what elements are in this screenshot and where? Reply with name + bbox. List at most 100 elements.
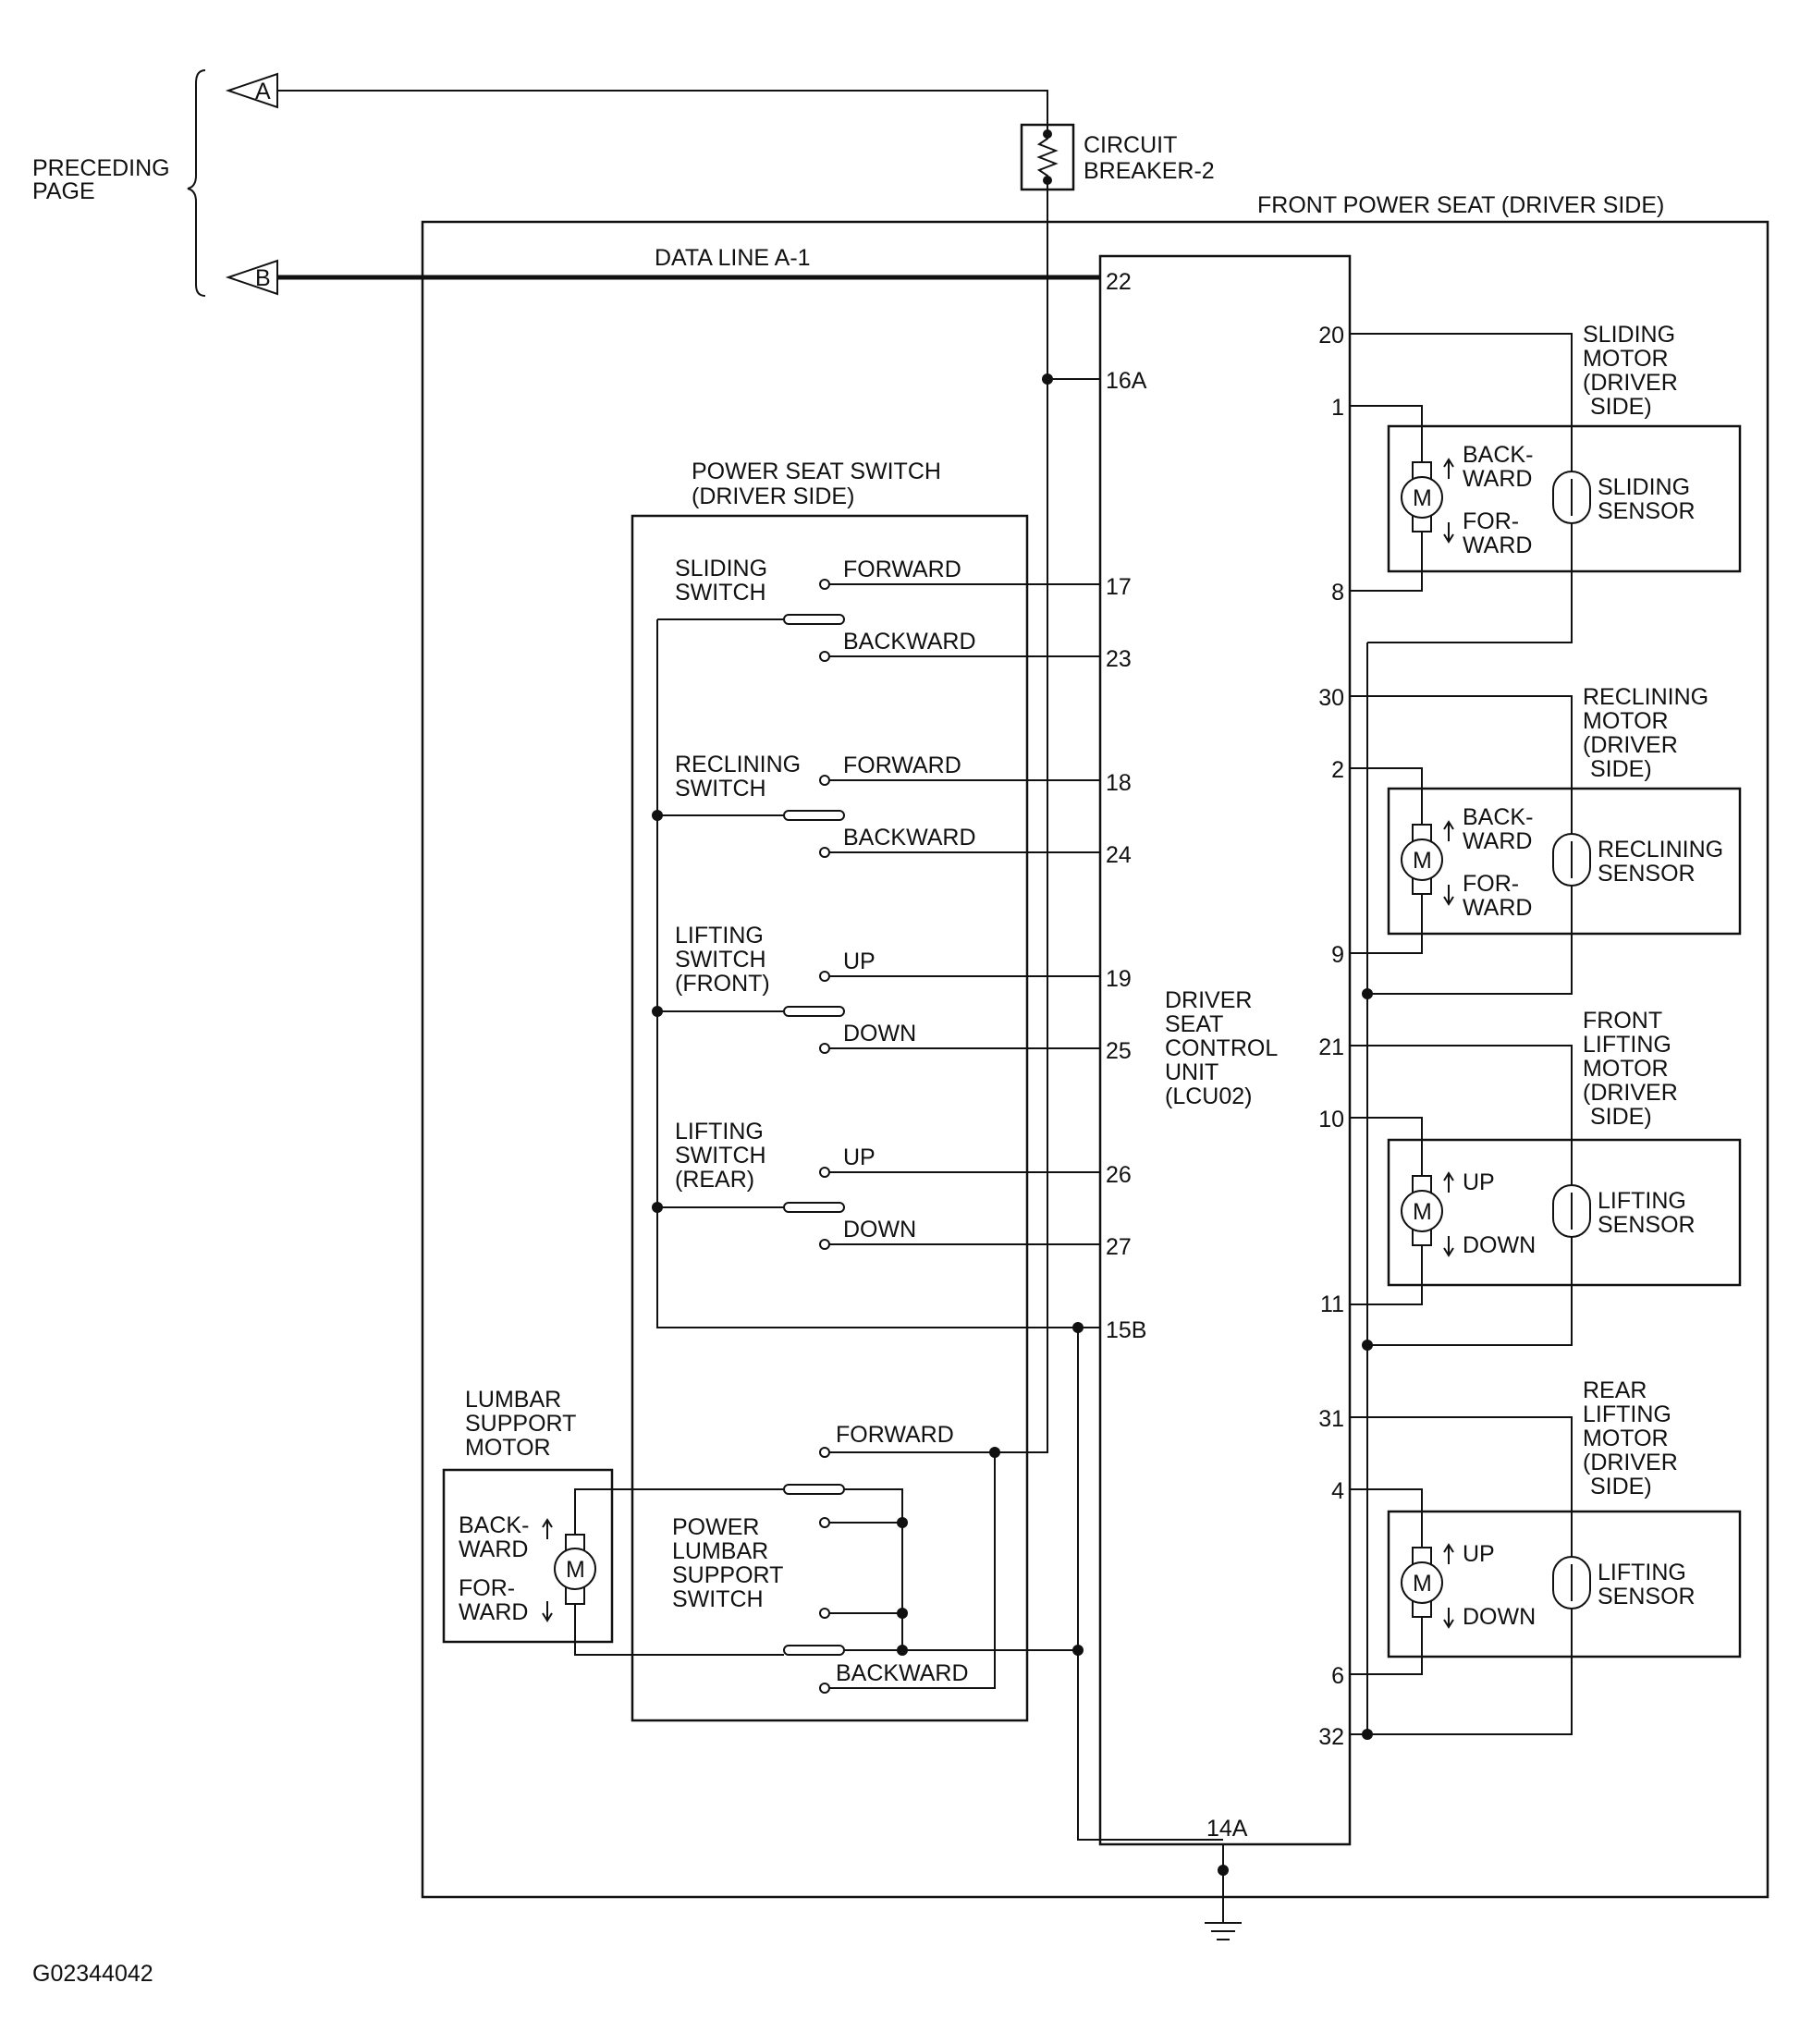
front-power-seat-box (421, 220, 1769, 1899)
pin-10: 10 (1318, 1107, 1344, 1132)
motor-reclining-box (1387, 787, 1742, 936)
front-power-seat-label: FRONT POWER SEAT (DRIVER SIDE) (1257, 192, 1664, 218)
motor-front-lifting-name-2: LIFTING (1583, 1032, 1671, 1058)
switch-lifting-front-down: DOWN (843, 1021, 916, 1046)
motor-front-lifting-sensor-1: LIFTING (1598, 1188, 1686, 1214)
switch-sliding-backward: BACKWARD (843, 629, 976, 655)
pin-2: 2 (1331, 757, 1344, 783)
motor-rear-lifting-name-5: SIDE) (1590, 1474, 1652, 1499)
motor-front-lifting-name-5: SIDE) (1590, 1104, 1652, 1130)
lumbar-motor-box (442, 1468, 614, 1644)
switch-lumbar-name-3: SUPPORT (672, 1562, 783, 1588)
motor-reclining-name-4: SIDE) (1590, 756, 1652, 782)
motor-front-lifting-m: M (1413, 1199, 1432, 1225)
switch-reclining-contact (783, 810, 845, 821)
junction-16a (1042, 373, 1053, 385)
switch-lifting-rear-up: UP (843, 1144, 876, 1170)
pin-1: 1 (1331, 395, 1344, 421)
ground-symbol (1205, 1922, 1242, 1940)
lumbar-motor-name-1: LUMBAR (465, 1387, 561, 1413)
switch-lifting-rear-contact (783, 1202, 845, 1213)
motor-reclining-symbol (1401, 838, 1443, 881)
switch-lifting-front: LIFTING SWITCH (FRONT) UP DOWN (652, 923, 1100, 1054)
lumbar-motor-up-1: BACK- (459, 1512, 529, 1538)
driver-seat-control-unit (1098, 254, 1352, 1846)
motor-front-lifting: FRONT LIFTING MOTOR (DRIVER SIDE) M UP D… (1350, 1008, 1742, 1346)
connector-a-label: A (255, 79, 271, 104)
control-unit-line-3: CONTROL (1165, 1035, 1278, 1061)
switch-lifting-rear-name-1: LIFTING (675, 1119, 764, 1144)
switch-lifting-front-contact (783, 1006, 845, 1017)
motor-rear-lifting: REAR LIFTING MOTOR (DRIVER SIDE) M UP DO… (1350, 1377, 1742, 1735)
motor-rear-lifting-sensor-2: SENSOR (1598, 1584, 1696, 1609)
switch-reclining-forward: FORWARD (843, 753, 961, 778)
power-seat-switch-label-2: (DRIVER SIDE) (692, 483, 854, 509)
pin-4: 4 (1331, 1478, 1344, 1504)
control-unit-line-5: (LCU02) (1165, 1083, 1252, 1109)
left-pins: 22 16A 17 23 18 24 19 25 26 27 15B (1106, 269, 1147, 1343)
figure-id: G02344042 (32, 1961, 153, 1987)
motor-rear-lifting-name-3: MOTOR (1583, 1426, 1669, 1451)
circuit-breaker-label-1: CIRCUIT (1084, 132, 1177, 158)
wire-a-breaker (277, 90, 1048, 134)
pin-25: 25 (1106, 1038, 1132, 1064)
circuit-breaker-label-2: BREAKER-2 (1084, 158, 1215, 184)
motor-reclining-m: M (1413, 848, 1432, 874)
motor-rear-lifting-name-1: REAR (1583, 1377, 1647, 1403)
switch-sliding-contact (783, 614, 845, 625)
motor-front-lifting-down: DOWN (1463, 1232, 1536, 1258)
control-unit-text: DRIVER SEAT CONTROL UNIT (LCU02) (1165, 987, 1278, 1109)
switch-reclining-name-1: RECLINING (675, 752, 801, 777)
pin-21: 21 (1318, 1034, 1344, 1060)
switch-lumbar-forward: FORWARD (836, 1422, 954, 1448)
pin-15b: 15B (1106, 1317, 1146, 1343)
switch-lifting-rear: LIFTING SWITCH (REAR) UP DOWN (652, 1119, 1100, 1250)
switch-lifting-front-name-2: SWITCH (675, 947, 766, 973)
motor-reclining-name-2: MOTOR (1583, 708, 1669, 734)
pin-19: 19 (1106, 966, 1132, 992)
pin-9: 9 (1331, 942, 1344, 968)
switch-lumbar-contact-upper (783, 1484, 845, 1495)
pin-11: 11 (1320, 1291, 1344, 1317)
motor-front-lifting-up: UP (1463, 1169, 1495, 1195)
control-unit-line-2: SEAT (1165, 1011, 1223, 1037)
pin-6: 6 (1331, 1663, 1344, 1689)
connector-b-label: B (255, 265, 271, 291)
pin-31: 31 (1318, 1406, 1344, 1432)
lumbar-motor-name-2: SUPPORT (465, 1411, 576, 1437)
switch-lumbar-name-2: LUMBAR (672, 1538, 768, 1564)
lumbar-motor-m: M (566, 1557, 585, 1583)
switch-lifting-front-up: UP (843, 949, 876, 974)
switch-sliding-forward: FORWARD (843, 557, 961, 582)
motor-sliding-down-1: FOR- (1463, 508, 1519, 534)
motor-sliding-symbol (1401, 476, 1443, 519)
motor-rear-lifting-down: DOWN (1463, 1604, 1536, 1630)
circuit-breaker: CIRCUIT BREAKER-2 (1020, 123, 1215, 191)
pin-32: 32 (1318, 1724, 1344, 1750)
control-unit-line-1: DRIVER (1165, 987, 1252, 1013)
switch-lifting-front-name-3: (FRONT) (675, 971, 770, 997)
motor-reclining-up-1: BACK- (1463, 804, 1533, 830)
preceding-page-group: PRECEDING PAGE A B (32, 69, 278, 297)
power-seat-switch-label-1: POWER SEAT SWITCH (692, 459, 941, 484)
switch-lumbar-name-4: SWITCH (672, 1586, 764, 1612)
motor-sliding-sensor-1: SLIDING (1598, 474, 1690, 500)
motor-sliding: SLIDING MOTOR (DRIVER SIDE) M BACK- WARD… (1350, 322, 1742, 643)
control-unit-line-4: UNIT (1165, 1059, 1218, 1085)
motor-reclining-sensor-2: SENSOR (1598, 861, 1696, 887)
lumbar-motor-up-2: WARD (459, 1536, 528, 1562)
motor-sliding-name-2: MOTOR (1583, 346, 1669, 372)
lumbar-motor-down-1: FOR- (459, 1575, 515, 1601)
motor-rear-lifting-symbol (1401, 1561, 1443, 1604)
wire-breaker-power (995, 180, 1048, 1453)
junction-15b (1072, 1322, 1084, 1333)
motor-sliding-up-1: BACK- (1463, 442, 1533, 468)
motor-sliding-sensor-2: SENSOR (1598, 498, 1696, 524)
switch-lumbar: POWER LUMBAR SUPPORT SWITCH FORWARD BACK… (672, 1422, 1084, 1694)
motor-sliding-down-2: WARD (1463, 532, 1532, 558)
pin-30: 30 (1318, 685, 1344, 711)
pin-20: 20 (1318, 323, 1344, 349)
switch-lifting-rear-down: DOWN (843, 1217, 916, 1242)
lumbar-motor-name-3: MOTOR (465, 1435, 551, 1461)
